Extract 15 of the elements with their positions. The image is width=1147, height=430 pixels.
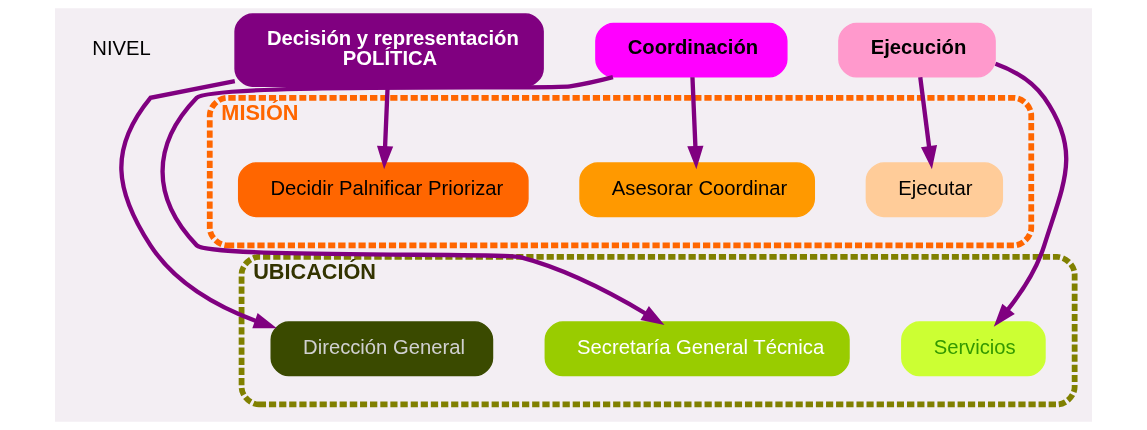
node-box: Secretaría General Técnica <box>544 321 850 377</box>
arrow <box>918 77 938 170</box>
arrow <box>993 61 1069 327</box>
label: NIVEL <box>92 37 151 60</box>
node-box: Ejecución <box>838 22 996 78</box>
node-box: Asesorar Coordinar <box>579 162 816 218</box>
node-box: Decidir Palnificar Priorizar <box>237 162 529 218</box>
arrow <box>119 79 277 329</box>
arrow <box>160 74 665 326</box>
node-box: Servicios <box>901 321 1046 377</box>
node-box: Decisión y representación POLÍTICA <box>234 13 544 87</box>
node-box: Dirección General <box>270 321 494 377</box>
node-box: Coordinación <box>595 22 788 78</box>
arrow <box>687 77 704 170</box>
node-box: Ejecutar <box>865 162 1004 218</box>
